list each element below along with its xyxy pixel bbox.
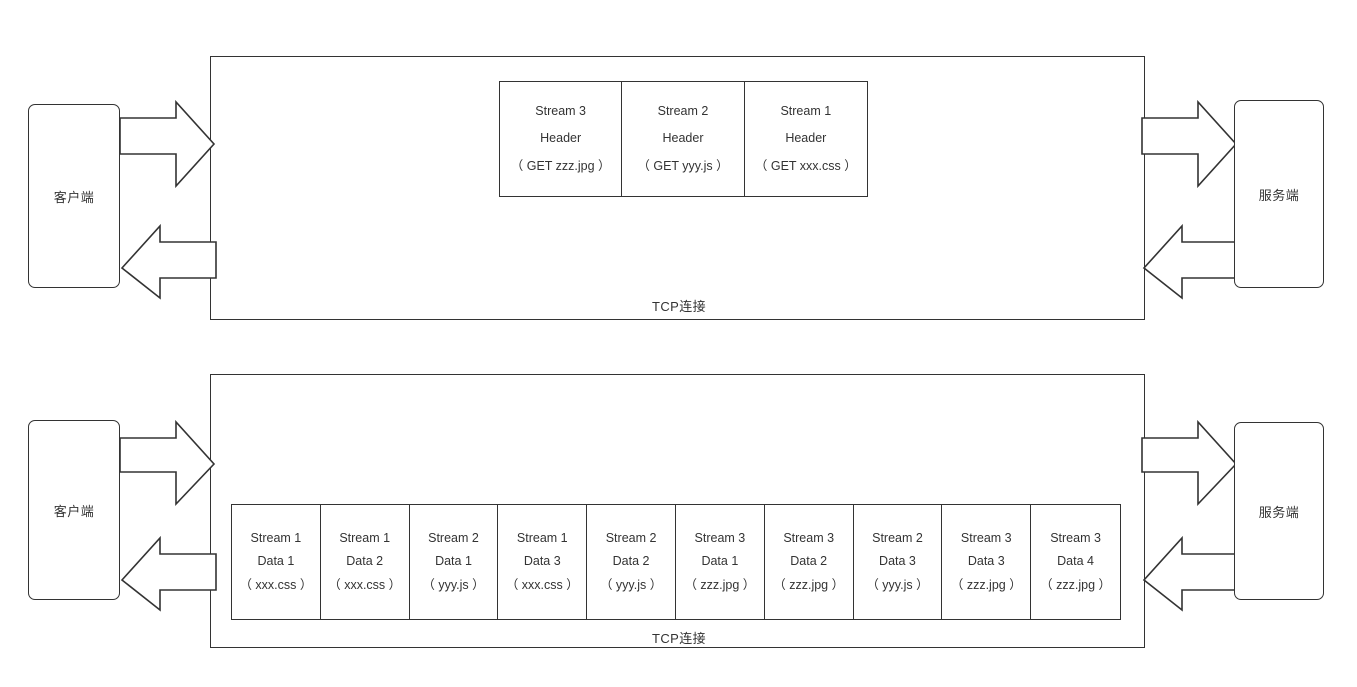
frame-detail-label: （ xxx.css ） <box>239 577 313 592</box>
frame-kind-label: Data 2 <box>612 554 650 569</box>
data-frame-cell[interactable]: Stream 1 Data 2 （ xxx.css ） <box>320 505 410 619</box>
arrow-connection-to-server-top <box>1141 99 1238 189</box>
frame-stream-label: Stream 1 <box>250 530 302 545</box>
frame-stream-label: Stream 1 <box>780 104 832 119</box>
data-frame-cell[interactable]: Stream 1 Data 1 （ xxx.css ） <box>232 505 321 619</box>
frame-stream-label: Stream 2 <box>872 531 923 546</box>
data-frame-cell[interactable]: Stream 2 Data 1 （ yyy.js ） <box>409 505 499 619</box>
frame-detail-label: （ GET xxx.css ） <box>754 158 857 173</box>
client-box-bottom: 客户端 <box>28 420 120 600</box>
data-frame-strip: Stream 1 Data 1 （ xxx.css ） Stream 1 Dat… <box>231 504 1121 620</box>
frame-stream-label: Stream 3 <box>783 530 835 545</box>
data-frame-cell[interactable]: Stream 3 Data 2 （ zzz.jpg ） <box>764 505 854 619</box>
server-box-bottom: 服务端 <box>1234 422 1324 600</box>
frame-stream-label: Stream 3 <box>1050 530 1101 545</box>
header-frame-cell[interactable]: Stream 2 Header （ GET yyy.js ） <box>622 82 745 196</box>
client-box-top: 客户端 <box>28 104 120 288</box>
data-frame-cell[interactable]: Stream 3 Data 4 （ zzz.jpg ） <box>1031 505 1120 619</box>
arrow-client-to-connection-top <box>119 99 216 189</box>
frame-kind-label: Data 3 <box>967 553 1005 568</box>
arrow-client-to-connection-bottom <box>119 419 216 507</box>
frame-detail-label: （ zzz.jpg ） <box>684 577 756 592</box>
frame-detail-label: （ xxx.css ） <box>328 577 402 592</box>
frame-kind-label: Header <box>785 131 827 146</box>
frame-detail-label: （ zzz.jpg ） <box>950 577 1022 592</box>
frame-kind-label: Data 4 <box>1057 553 1094 568</box>
frame-detail-label: （ GET zzz.jpg ） <box>510 158 611 173</box>
frame-detail-label: （ zzz.jpg ） <box>1040 577 1111 592</box>
arrow-connection-to-client-bottom <box>120 535 217 612</box>
server-box-top: 服务端 <box>1234 100 1324 288</box>
data-frame-cell[interactable]: Stream 2 Data 3 （ yyy.js ） <box>853 505 943 619</box>
data-frame-cell[interactable]: Stream 3 Data 1 （ zzz.jpg ） <box>675 505 765 619</box>
arrow-server-to-connection-top <box>1142 223 1239 300</box>
tcp-label-bottom: TCP连接 <box>652 631 706 646</box>
client-label-top: 客户端 <box>53 189 95 205</box>
frame-kind-label: Data 1 <box>257 553 295 568</box>
frame-kind-label: Header <box>540 131 582 146</box>
frame-detail-label: （ yyy.js ） <box>599 577 663 592</box>
frame-detail-label: （ yyy.js ） <box>422 577 485 592</box>
frame-kind-label: Data 1 <box>701 553 739 568</box>
frame-kind-label: Data 2 <box>346 553 384 568</box>
frame-stream-label: Stream 3 <box>960 530 1012 545</box>
frame-kind-label: Data 3 <box>879 554 916 569</box>
frame-stream-label: Stream 2 <box>428 531 479 546</box>
header-frame-cell[interactable]: Stream 3 Header （ GET zzz.jpg ） <box>500 82 623 196</box>
frame-detail-label: （ xxx.css ） <box>505 577 579 592</box>
arrow-connection-to-server-bottom <box>1141 419 1238 507</box>
frame-detail-label: （ zzz.jpg ） <box>773 577 845 592</box>
frame-stream-label: Stream 2 <box>657 104 709 119</box>
frame-kind-label: Data 3 <box>523 553 561 568</box>
frame-kind-label: Data 2 <box>790 553 828 568</box>
data-frame-cell[interactable]: Stream 1 Data 3 （ xxx.css ） <box>498 505 588 619</box>
frame-stream-label: Stream 3 <box>694 530 746 545</box>
header-frame-cell[interactable]: Stream 1 Header （ GET xxx.css ） <box>744 82 867 196</box>
frame-stream-label: Stream 1 <box>339 530 391 545</box>
frame-kind-label: Header <box>662 131 704 146</box>
tcp-label-top: TCP连接 <box>652 299 706 314</box>
arrow-server-to-connection-bottom <box>1142 535 1239 612</box>
data-frame-cell[interactable]: Stream 2 Data 2 （ yyy.js ） <box>587 505 676 619</box>
frame-detail-label: （ yyy.js ） <box>866 577 929 592</box>
server-label-bottom: 服务端 <box>1258 504 1300 520</box>
arrow-connection-to-client-top <box>120 223 217 300</box>
server-label-top: 服务端 <box>1258 187 1300 203</box>
data-frame-cell[interactable]: Stream 3 Data 3 （ zzz.jpg ） <box>942 505 1032 619</box>
frame-stream-label: Stream 1 <box>516 530 568 545</box>
frame-detail-label: （ GET yyy.js ） <box>637 158 729 173</box>
frame-stream-label: Stream 3 <box>535 104 587 119</box>
header-frame-strip: Stream 3 Header （ GET zzz.jpg ） Stream 2… <box>499 81 868 197</box>
frame-stream-label: Stream 2 <box>605 531 657 546</box>
frame-kind-label: Data 1 <box>435 554 472 569</box>
client-label-bottom: 客户端 <box>53 503 95 519</box>
